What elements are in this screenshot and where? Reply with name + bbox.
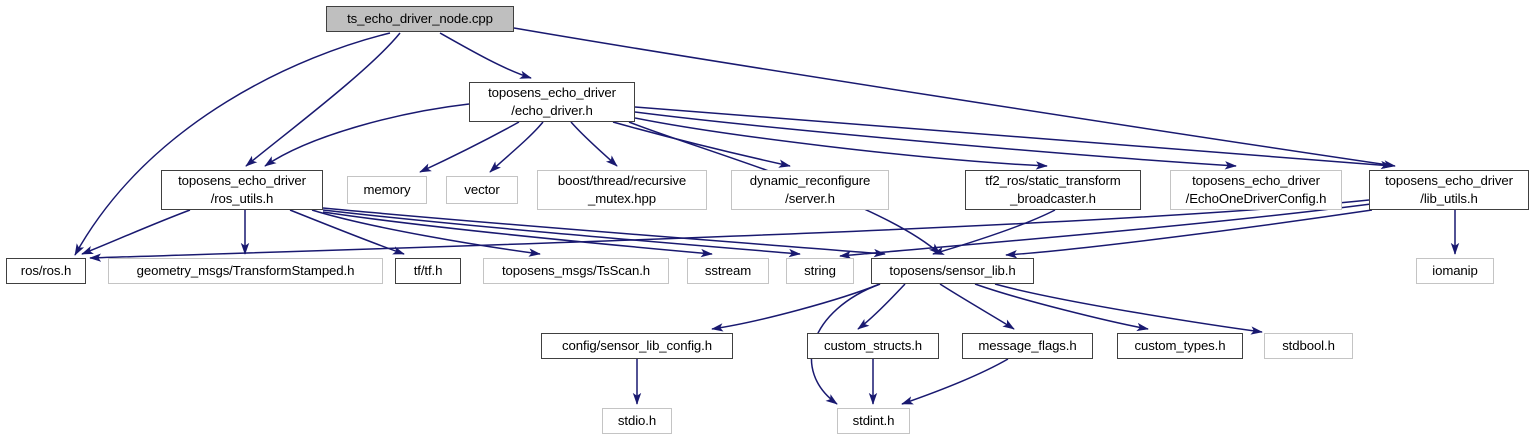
graph-node-echo_cfg[interactable]: toposens_echo_driver /EchoOneDriverConfi… <box>1170 170 1342 210</box>
graph-edge <box>634 106 1393 170</box>
graph-edge <box>513 27 1396 169</box>
graph-node-label: message_flags.h <box>978 338 1077 353</box>
graph-edge <box>839 203 1372 260</box>
graph-edge <box>634 117 1048 170</box>
graph-node-label: toposens/sensor_lib.h <box>889 263 1016 278</box>
graph-edge <box>439 32 532 79</box>
graph-node-label: custom_types.h <box>1134 338 1226 353</box>
graph-edge <box>939 283 1015 330</box>
graph-edge <box>311 209 541 257</box>
graph-node-geometry_msgs[interactable]: geometry_msgs/TransformStamped.h <box>108 258 383 284</box>
graph-node-message_flags[interactable]: message_flags.h <box>962 333 1093 359</box>
graph-node-label: config/sensor_lib_config.h <box>562 338 712 353</box>
graph-edge <box>974 283 1149 332</box>
graph-node-label: stdio.h <box>617 413 657 428</box>
graph-edge <box>857 283 906 330</box>
graph-edge <box>901 358 1009 405</box>
graph-node-ts_scan[interactable]: toposens_msgs/TsScan.h <box>483 258 669 284</box>
graph-node-label: sstream <box>704 263 752 278</box>
graph-node-custom_structs[interactable]: custom_structs.h <box>807 333 939 359</box>
graph-edge <box>322 207 886 258</box>
graph-node-label: stdbool.h <box>1282 338 1335 353</box>
graph-node-stdint[interactable]: stdint.h <box>837 408 910 434</box>
graph-node-label: string <box>804 263 836 278</box>
graph-node-ros_ros[interactable]: ros/ros.h <box>6 258 86 284</box>
graph-edge <box>570 121 618 167</box>
graph-edge <box>245 32 401 167</box>
graph-node-label: memory <box>363 182 411 197</box>
graph-node-label: toposens_msgs/TsScan.h <box>501 263 651 278</box>
graph-node-sensor_lib[interactable]: toposens/sensor_lib.h <box>871 258 1034 284</box>
graph-node-label: boost/thread/recursive _mutex.hpp <box>557 173 687 206</box>
graph-edge <box>89 199 1370 262</box>
graph-node-label: vector <box>464 182 500 197</box>
graph-node-sstream[interactable]: sstream <box>687 258 769 284</box>
graph-edge <box>289 209 405 255</box>
graph-node-label: ts_echo_driver_node.cpp <box>347 11 493 26</box>
graph-node-label: dynamic_reconfigure /server.h <box>749 173 871 206</box>
graph-node-lib_utils[interactable]: toposens_echo_driver /lib_utils.h <box>1369 170 1529 210</box>
graph-node-string[interactable]: string <box>786 258 854 284</box>
graph-node-dyn_reconfigure[interactable]: dynamic_reconfigure /server.h <box>731 170 889 210</box>
graph-edge <box>264 103 470 167</box>
graph-node-echo_driver[interactable]: toposens_echo_driver /echo_driver.h <box>469 82 635 122</box>
graph-node-label: ros/ros.h <box>20 263 72 278</box>
graph-edge <box>322 209 801 258</box>
graph-edge <box>322 211 713 258</box>
graph-edge <box>711 283 881 332</box>
graph-edge <box>489 121 544 173</box>
graph-node-vector[interactable]: vector <box>446 176 518 204</box>
graph-node-stdio[interactable]: stdio.h <box>602 408 672 434</box>
graph-edge <box>612 121 791 168</box>
graph-node-label: toposens_echo_driver /lib_utils.h <box>1385 173 1513 206</box>
graph-edge <box>74 32 391 256</box>
graph-node-tf2_ros[interactable]: tf2_ros/static_transform _broadcaster.h <box>965 170 1141 210</box>
graph-edge <box>419 121 520 173</box>
graph-node-label: iomanip <box>1432 263 1478 278</box>
graph-edge <box>932 209 1056 255</box>
graph-node-label: stdint.h <box>852 413 895 428</box>
graph-node-iomanip[interactable]: iomanip <box>1416 258 1494 284</box>
graph-node-label: toposens_echo_driver /echo_driver.h <box>488 85 616 118</box>
graph-node-boost_mutex[interactable]: boost/thread/recursive _mutex.hpp <box>537 170 707 210</box>
graph-node-custom_types[interactable]: custom_types.h <box>1117 333 1243 359</box>
graph-node-ros_utils[interactable]: toposens_echo_driver /ros_utils.h <box>161 170 323 210</box>
graph-node-label: geometry_msgs/TransformStamped.h <box>136 263 355 278</box>
graph-node-label: toposens_echo_driver /ros_utils.h <box>178 173 306 206</box>
graph-node-stdbool[interactable]: stdbool.h <box>1264 333 1353 359</box>
graph-node-label: tf/tf.h <box>413 263 443 278</box>
graph-edge <box>1005 209 1373 259</box>
graph-node-label: tf2_ros/static_transform _broadcaster.h <box>985 173 1121 206</box>
graph-node-sensor_lib_cfg[interactable]: config/sensor_lib_config.h <box>541 333 733 359</box>
graph-node-tf_tf[interactable]: tf/tf.h <box>395 258 461 284</box>
graph-node-label: custom_structs.h <box>823 338 923 353</box>
graph-edge <box>994 283 1263 335</box>
graph-edge <box>81 209 191 255</box>
graph-edge <box>634 111 1237 170</box>
graph-node-label: toposens_echo_driver /EchoOneDriverConfi… <box>1185 173 1327 206</box>
graph-node-root[interactable]: ts_echo_driver_node.cpp <box>326 6 514 32</box>
graph-node-memory[interactable]: memory <box>347 176 427 204</box>
